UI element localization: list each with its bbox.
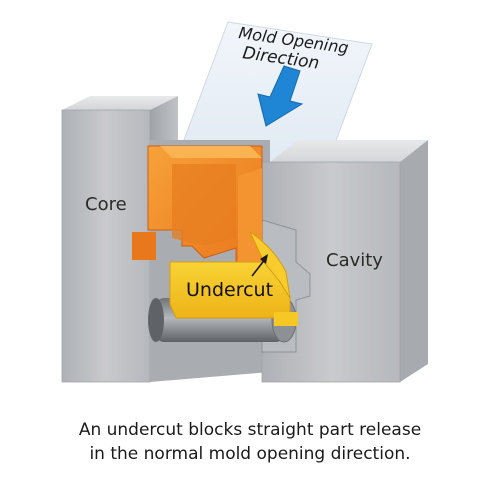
caption-line-2: in the normal mold opening direction. (0, 442, 500, 466)
core-label: Core (85, 194, 127, 215)
cavity-label: Cavity (326, 250, 383, 271)
undercut-label: Undercut (186, 279, 273, 301)
caption-line-1: An undercut blocks straight part release (0, 418, 500, 442)
figure-caption: An undercut blocks straight part release… (0, 418, 500, 466)
